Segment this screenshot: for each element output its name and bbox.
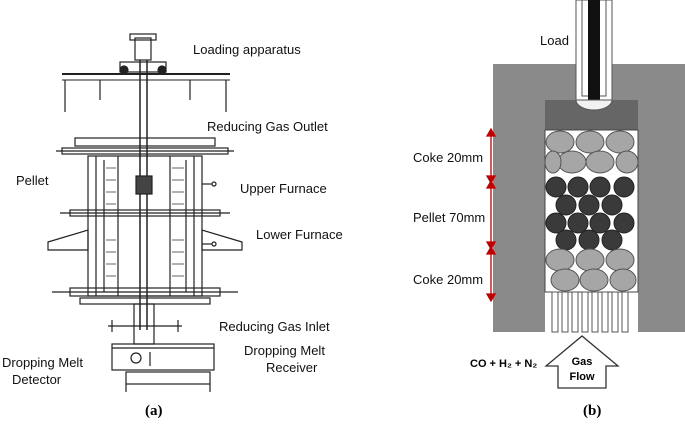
- caption-b: (b): [583, 403, 601, 419]
- furnace-schematic: [493, 0, 685, 333]
- label-coke-top: Coke 20mm: [413, 150, 483, 165]
- dimension-arrows: [485, 127, 497, 303]
- label-loading-apparatus: Loading apparatus: [193, 42, 301, 57]
- gas-flow-arrow: Gas Flow: [544, 335, 620, 389]
- label-dropping-melt-receiver-line2: Receiver: [266, 360, 318, 375]
- label-pellet-70mm: Pellet 70mm: [413, 210, 485, 225]
- label-load: Load: [540, 33, 569, 48]
- label-dropping-melt-receiver-line1: Dropping Melt: [244, 343, 325, 358]
- label-dropping-melt-detector-line2: Detector: [12, 372, 62, 387]
- apparatus-drawing: [47, 33, 243, 392]
- label-flow: Flow: [569, 371, 594, 383]
- caption-a: (a): [145, 403, 163, 419]
- pellet-layer: [545, 176, 635, 251]
- load-rod: [588, 0, 600, 100]
- coke-layer-top: [544, 130, 639, 174]
- label-pellet: Pellet: [16, 173, 49, 188]
- label-reducing-gas-outlet: Reducing Gas Outlet: [207, 119, 328, 134]
- gas-inlet-tubes: [551, 291, 629, 333]
- label-gas-composition: CO + H₂ + N₂: [470, 358, 537, 370]
- label-coke-bottom: Coke 20mm: [413, 272, 483, 287]
- label-reducing-gas-inlet: Reducing Gas Inlet: [219, 319, 330, 334]
- left-wall: [493, 64, 576, 332]
- right-wall: [612, 64, 685, 332]
- label-lower-furnace: Lower Furnace: [256, 227, 343, 242]
- label-upper-furnace: Upper Furnace: [240, 181, 327, 196]
- coke-layer-bottom: [545, 248, 637, 292]
- label-gas: Gas: [572, 356, 593, 368]
- label-dropping-melt-detector-line1: Dropping Melt: [2, 355, 83, 370]
